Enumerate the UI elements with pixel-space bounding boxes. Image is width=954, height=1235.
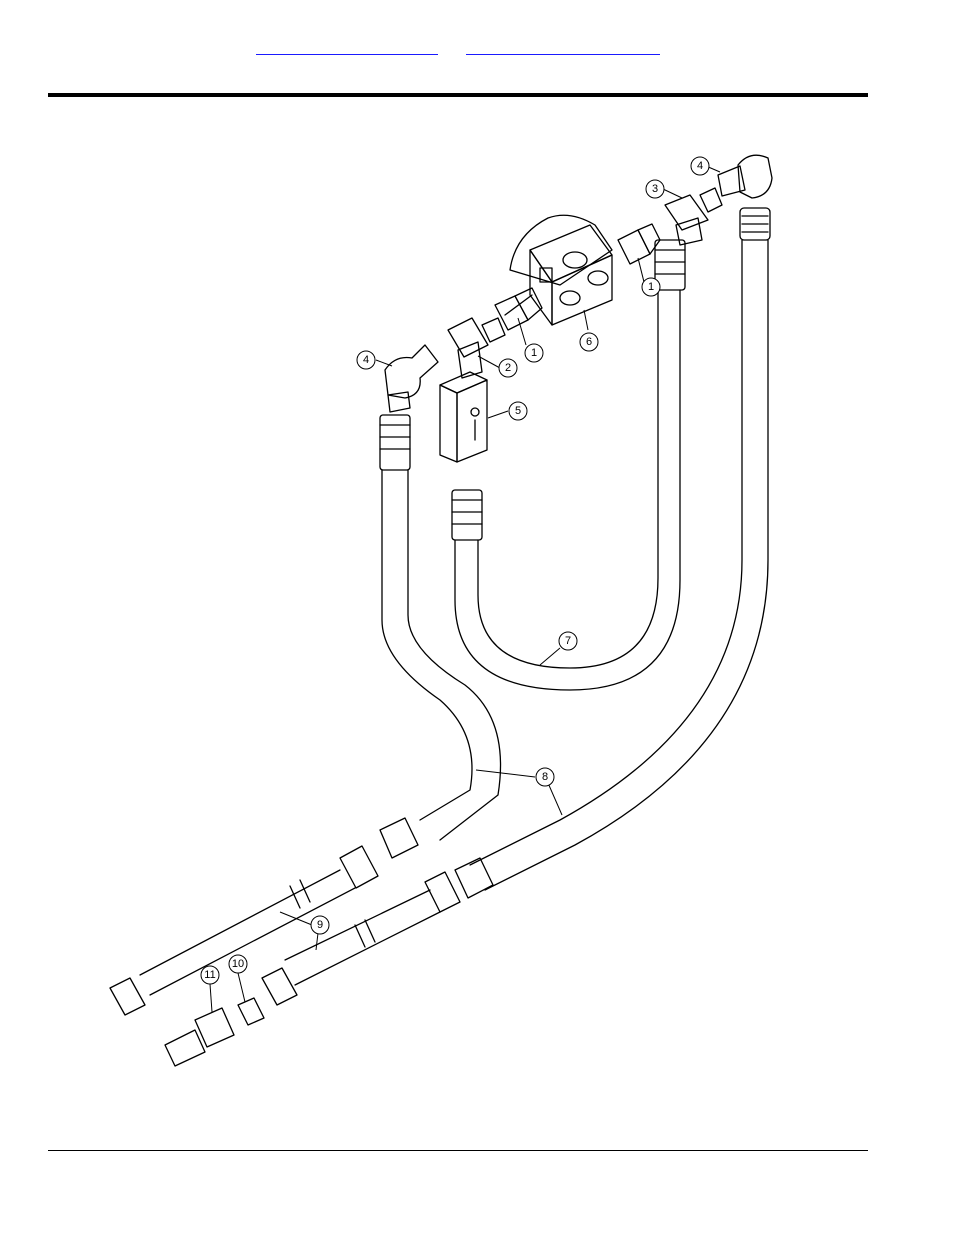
callout-7-label: 7 <box>565 635 571 647</box>
callout-5-label: 5 <box>515 405 521 417</box>
hose-8-right-nut <box>455 858 493 898</box>
adapter-10 <box>238 998 264 1025</box>
callout-1-left-label: 1 <box>531 347 537 359</box>
header-nav <box>0 40 954 60</box>
hose-8-left-ferrule <box>380 415 410 470</box>
hose-7-right-ferrule <box>655 240 685 290</box>
valve-block-5 <box>440 372 487 462</box>
callout-leaders <box>210 166 720 1012</box>
callout-6-label: 6 <box>586 336 592 348</box>
callout-8-label: 8 <box>542 771 548 783</box>
hose-9-lower-end-fitting <box>262 968 297 1005</box>
hydraulic-hose-diagram: 1 1 2 3 4 4 5 6 7 8 9 10 11 <box>100 140 780 1080</box>
hose-8-right <box>470 240 768 890</box>
hose-9-upper-end-fitting <box>110 978 145 1015</box>
hose-7-left-ferrule <box>452 490 482 540</box>
callout-10-label: 10 <box>232 958 244 970</box>
nav-link-2[interactable] <box>466 40 660 55</box>
callout-11-label: 11 <box>204 969 215 981</box>
hose-7-u-shape <box>455 290 680 690</box>
callout-2-label: 2 <box>505 362 511 374</box>
footer-rule <box>48 1150 868 1151</box>
connector-1-left <box>495 288 542 330</box>
callout-1-right-label: 1 <box>648 281 654 293</box>
hose-9-upper <box>140 846 378 995</box>
tee-fitting-3 <box>665 188 722 245</box>
hose-8-left <box>382 470 501 840</box>
elbow-fitting-4-left <box>385 345 438 412</box>
nav-link-1[interactable] <box>256 40 438 55</box>
coupler-11 <box>165 1008 234 1066</box>
callout-4-right-label: 4 <box>697 160 703 172</box>
callout-4-left-label: 4 <box>363 354 369 366</box>
hose-8-left-nut <box>380 818 418 858</box>
connector-1-right <box>618 224 660 264</box>
header-rule <box>48 93 868 97</box>
elbow-fitting-4-right <box>718 155 772 198</box>
tee-fitting-2 <box>448 318 505 378</box>
callout-3-label: 3 <box>652 183 658 195</box>
callout-9-label: 9 <box>317 919 323 931</box>
